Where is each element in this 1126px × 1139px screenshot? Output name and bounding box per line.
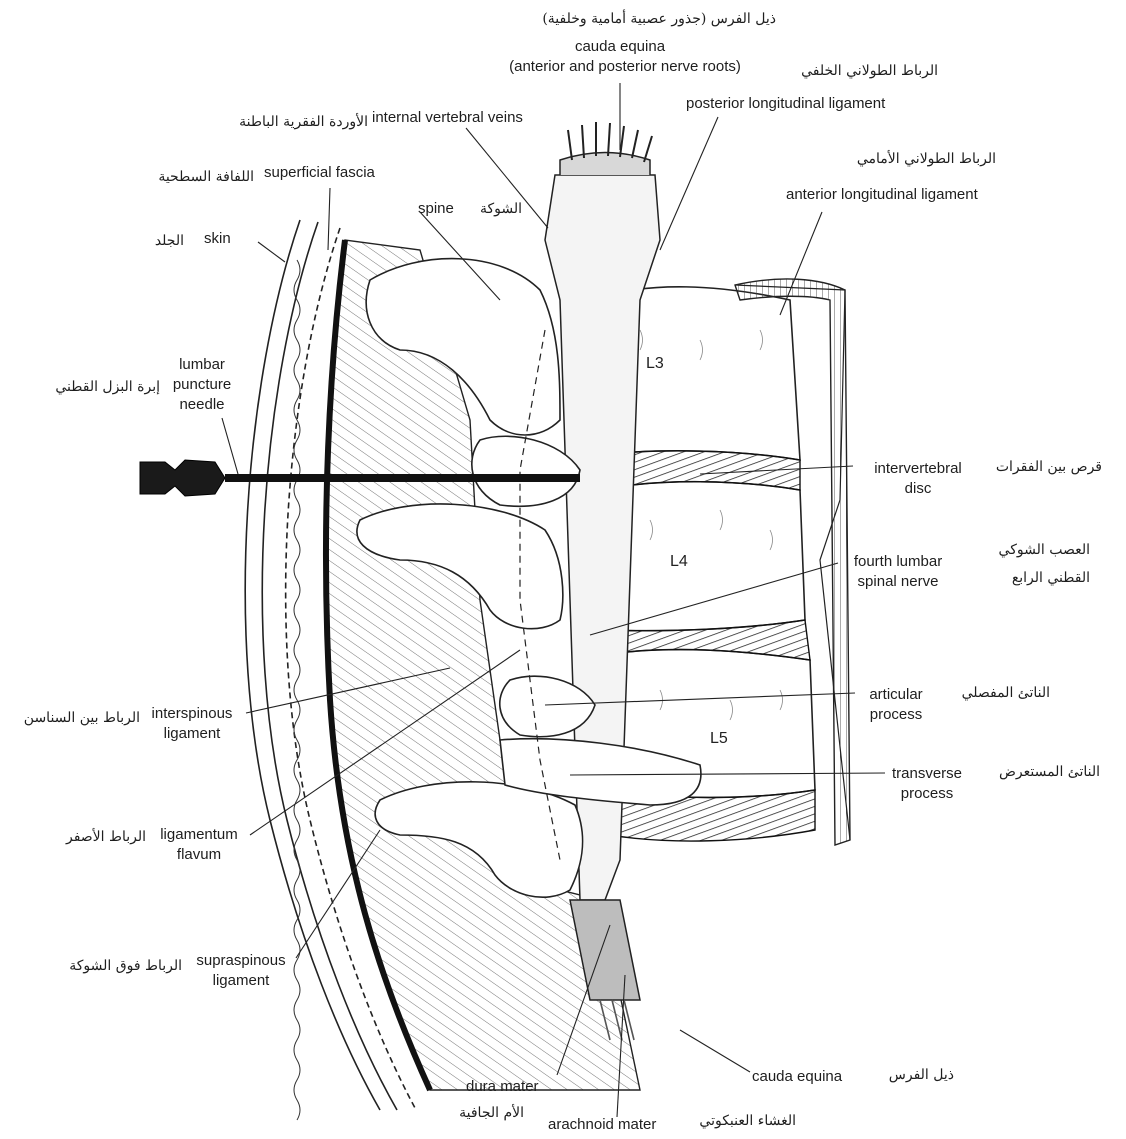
supraspinous-ligament-arabic: الرباط فوق الشوكة: [34, 957, 182, 975]
skin-arabic: الجلد: [140, 232, 184, 250]
arachnoid-mater-arabic: الغشاء العنبكوتي: [676, 1112, 796, 1130]
transverse-process-arabic: الناتئ المستعرض: [984, 763, 1100, 781]
dura-mater-arabic: الأم الجافية: [440, 1104, 524, 1122]
l5-label: L5: [710, 730, 728, 748]
l3-articular: [472, 436, 580, 506]
articular-process-label-1: articular: [856, 686, 936, 704]
fourth-lumbar-spinal-nerve-label-1: fourth lumbar: [836, 553, 960, 571]
anterior-longitudinal-ligament-arabic: الرباط الطولاني الأمامي: [820, 150, 996, 168]
ligamentum-flavum-label-1: ligamentum: [150, 826, 248, 844]
lumbar-puncture-needle-label-1: lumbar: [164, 356, 240, 374]
spine-label: spine: [418, 200, 454, 218]
fourth-lumbar-spinal-nerve-arabic-1: العصب الشوكي: [990, 541, 1090, 559]
spine-arabic: الشوكة: [456, 200, 522, 218]
l4-label: L4: [670, 553, 688, 571]
lumbar-puncture-needle-label-2: puncture: [164, 376, 240, 394]
fourth-lumbar-spinal-nerve-arabic-2: القطني الرابع: [990, 569, 1090, 587]
interspinous-ligament-label-1: interspinous: [142, 705, 242, 723]
posterior-longitudinal-ligament-arabic: الرباط الطولاني الخلفي: [778, 62, 938, 80]
lumbar-puncture-needle-arabic: إبرة البزل القطني: [34, 378, 160, 396]
supraspinous-ligament-label-2: ligament: [186, 972, 296, 990]
l3-label: L3: [646, 355, 664, 373]
supraspinous-ligament-label-1: supraspinous: [186, 952, 296, 970]
internal-vertebral-veins-label: internal vertebral veins: [372, 109, 523, 127]
cauda-equina-bottom-label: cauda equina: [752, 1068, 842, 1086]
transverse-process-label-2: process: [884, 785, 970, 803]
interspinous-ligament-label-2: ligament: [142, 725, 242, 743]
anterior-longitudinal-ligament-label: anterior longitudinal ligament: [786, 186, 978, 204]
cauda-equina-top-sublabel: (anterior and posterior nerve roots): [480, 58, 770, 76]
cauda-equina-bottom-arabic: ذيل الفرس: [874, 1066, 954, 1084]
superficial-fascia-wavy: [294, 260, 300, 1120]
cauda-equina-top-label: cauda equina: [520, 38, 720, 56]
articular-process-arabic: الناتئ المفصلي: [946, 684, 1050, 702]
ligamentum-flavum-label-2: flavum: [150, 846, 248, 864]
superficial-fascia-label: superficial fascia: [264, 164, 375, 182]
intervertebral-disc-arabic: قرص بين الفقرات: [986, 458, 1102, 476]
internal-vertebral-veins-arabic: الأوردة الفقرية الباطنة: [200, 113, 368, 131]
ligamentum-flavum-arabic: الرباط الأصفر: [34, 828, 146, 846]
posterior-longitudinal-ligament-label: posterior longitudinal ligament: [686, 95, 885, 113]
articular-process-label-2: process: [856, 706, 936, 724]
arachnoid-mater-label: arachnoid mater: [548, 1116, 656, 1134]
skin-label: skin: [204, 230, 231, 248]
lumbar-puncture-needle-label-3: needle: [164, 396, 240, 414]
dura-mater-label: dura mater: [466, 1078, 539, 1096]
interspinous-ligament-arabic: الرباط بين السناسن: [4, 709, 140, 727]
intervertebral-disc-label-2: disc: [856, 480, 980, 498]
fourth-lumbar-spinal-nerve-label-2: spinal nerve: [836, 573, 960, 591]
cauda-equina-top-arabic: ذيل الفرس (جذور عصبية أمامية وخلفية): [486, 10, 776, 28]
transverse-process-label-1: transverse: [884, 765, 970, 783]
intervertebral-disc-label-1: intervertebral: [856, 460, 980, 478]
superficial-fascia-arabic: اللفافة السطحية: [134, 168, 254, 186]
